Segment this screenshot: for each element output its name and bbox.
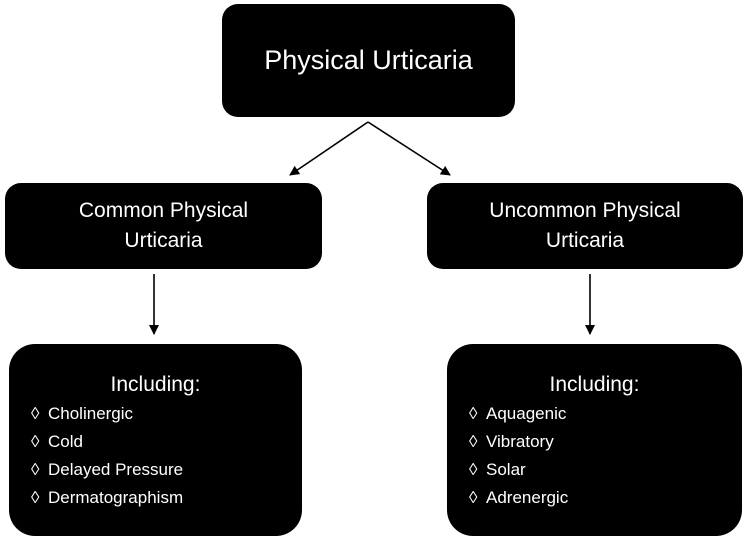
list-item-label: Dermatographism	[48, 488, 184, 507]
uncommon-label-line1: Uncommon Physical	[489, 199, 681, 222]
list-item: ◊ Adrenergic	[469, 484, 742, 512]
list-item: ◊ Cholinergic	[31, 400, 302, 428]
uncommon-label-line2: Urticaria	[545, 229, 625, 252]
list-item-label: Solar	[486, 460, 526, 479]
uncommon-list-heading: Including:	[549, 373, 640, 396]
common-node: Common Physical Urticaria	[5, 183, 322, 269]
list-item: ◊ Dermatographism	[31, 484, 302, 512]
list-item-label: Delayed Pressure	[48, 460, 184, 479]
diamond-bullet-icon: ◊	[31, 404, 40, 423]
diamond-bullet-icon: ◊	[31, 460, 40, 479]
list-item: ◊ Cold	[31, 428, 302, 456]
common-list-box: Including: ◊ Cholinergic ◊ Cold ◊ Delayed P…	[9, 344, 302, 536]
root-node: Physical Urticaria	[222, 4, 515, 117]
diamond-bullet-icon: ◊	[469, 488, 478, 507]
common-label-line2: Urticaria	[124, 229, 203, 252]
arrow-root-to-uncommon	[367, 121, 451, 176]
common-label-line1: Common Physical	[78, 199, 249, 222]
uncommon-node: Uncommon Physical Urticaria	[427, 183, 743, 269]
uncommon-list-box: Including: ◊ Aquagenic ◊ Vibratory ◊ Solar …	[447, 344, 742, 536]
common-list: ◊ Cholinergic ◊ Cold ◊ Delayed Pressure ◊ De…	[9, 400, 302, 512]
common-list-heading: Including:	[110, 373, 201, 396]
diamond-bullet-icon: ◊	[469, 460, 478, 479]
diamond-bullet-icon: ◊	[469, 404, 478, 423]
list-item-label: Vibratory	[486, 432, 554, 451]
root-label: Physical Urticaria	[264, 45, 473, 75]
list-item: ◊ Delayed Pressure	[31, 456, 302, 484]
uncommon-list: ◊ Aquagenic ◊ Vibratory ◊ Solar ◊ Adrenergic	[447, 400, 742, 512]
list-item-label: Cholinergic	[48, 404, 134, 423]
diamond-bullet-icon: ◊	[469, 432, 478, 451]
list-item: ◊ Vibratory	[469, 428, 742, 456]
list-item: ◊ Solar	[469, 456, 742, 484]
diamond-bullet-icon: ◊	[31, 488, 40, 507]
diamond-bullet-icon: ◊	[31, 432, 40, 451]
list-item-label: Cold	[48, 432, 83, 451]
arrow-root-to-common	[289, 121, 369, 176]
list-item: ◊ Aquagenic	[469, 400, 742, 428]
list-item-label: Adrenergic	[486, 488, 569, 507]
list-item-label: Aquagenic	[486, 404, 567, 423]
